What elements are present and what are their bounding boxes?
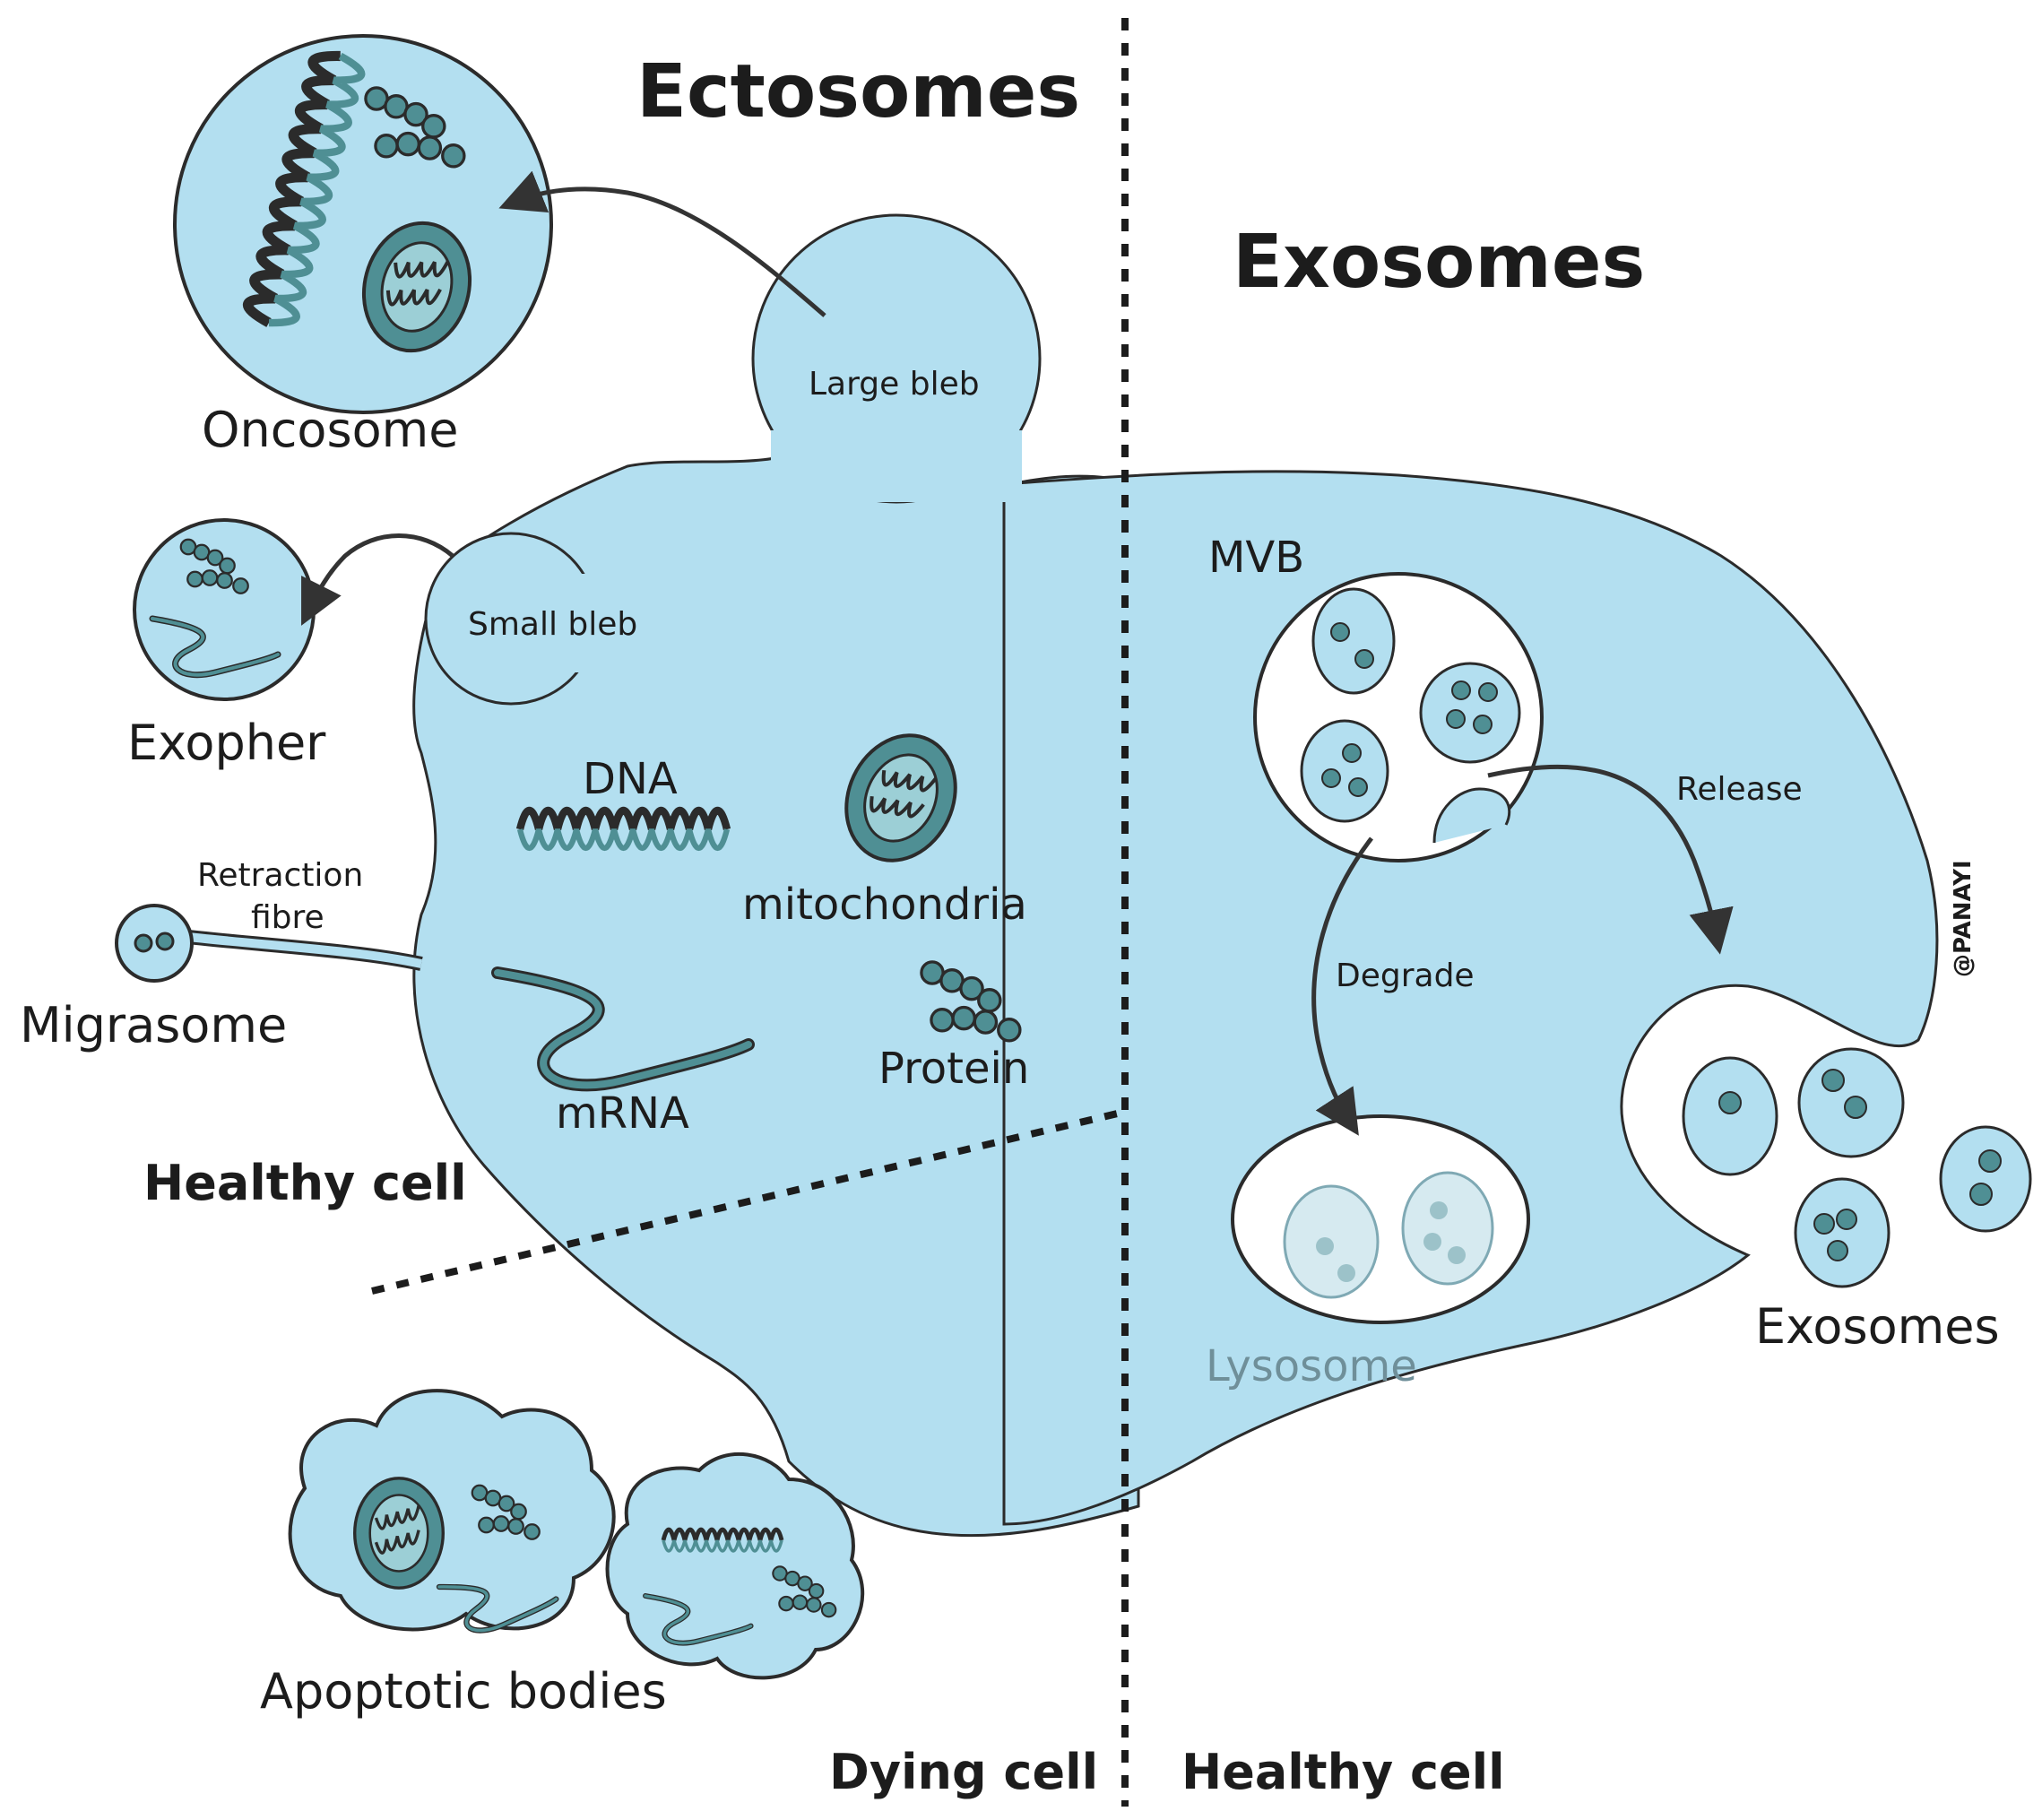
signature: @PANAYI — [1950, 860, 1977, 977]
label-healthy-cell-left: Healthy cell — [143, 1155, 467, 1211]
label-mitochondria: mitochondria — [742, 880, 1027, 930]
label-mrna: mRNA — [556, 1088, 689, 1139]
label-exopher: Exopher — [127, 715, 326, 771]
arrow-to-exopher — [301, 533, 454, 626]
label-large-bleb: Large bleb — [809, 366, 980, 403]
arrow-release — [1487, 764, 1734, 955]
label-dying-cell: Dying cell — [829, 1744, 1098, 1800]
label-degrade: Degrade — [1336, 958, 1475, 994]
lysosome — [1231, 1114, 1530, 1324]
label-migrasome: Migrasome — [20, 997, 287, 1053]
label-apoptotic-bodies: Apoptotic bodies — [260, 1663, 667, 1720]
healthy-cell-body — [1002, 470, 1939, 1526]
migrasome-vesicle — [115, 904, 423, 983]
exopher-vesicle — [133, 518, 316, 701]
released-exosomes — [1682, 1047, 2032, 1288]
label-release: Release — [1676, 771, 1803, 808]
label-retraction: Retraction — [197, 857, 363, 894]
arrow-degrade — [1311, 836, 1373, 1136]
apoptotic-body-2 — [605, 1452, 865, 1680]
apoptotic-body-1 — [288, 1389, 616, 1636]
diagonal-divider — [371, 1108, 1126, 1295]
label-oncosome: Oncosome — [202, 402, 458, 458]
label-healthy-cell-bottom: Healthy cell — [1181, 1744, 1505, 1800]
label-mvb: MVB — [1208, 533, 1304, 583]
oncosome-vesicle — [173, 34, 553, 414]
heading-ectosomes: Ectosomes — [636, 49, 1080, 134]
label-small-bleb: Small bleb — [468, 606, 637, 643]
heading-exosomes: Exosomes — [1233, 220, 1645, 305]
label-protein: Protein — [878, 1044, 1029, 1094]
label-exosomes: Exosomes — [1755, 1298, 2000, 1355]
arrow-to-oncosome — [498, 170, 826, 317]
multivesicular-body — [1253, 572, 1544, 862]
label-lysosome: Lysosome — [1206, 1341, 1417, 1391]
label-fibre: fibre — [251, 899, 324, 936]
label-dna: DNA — [583, 754, 678, 804]
